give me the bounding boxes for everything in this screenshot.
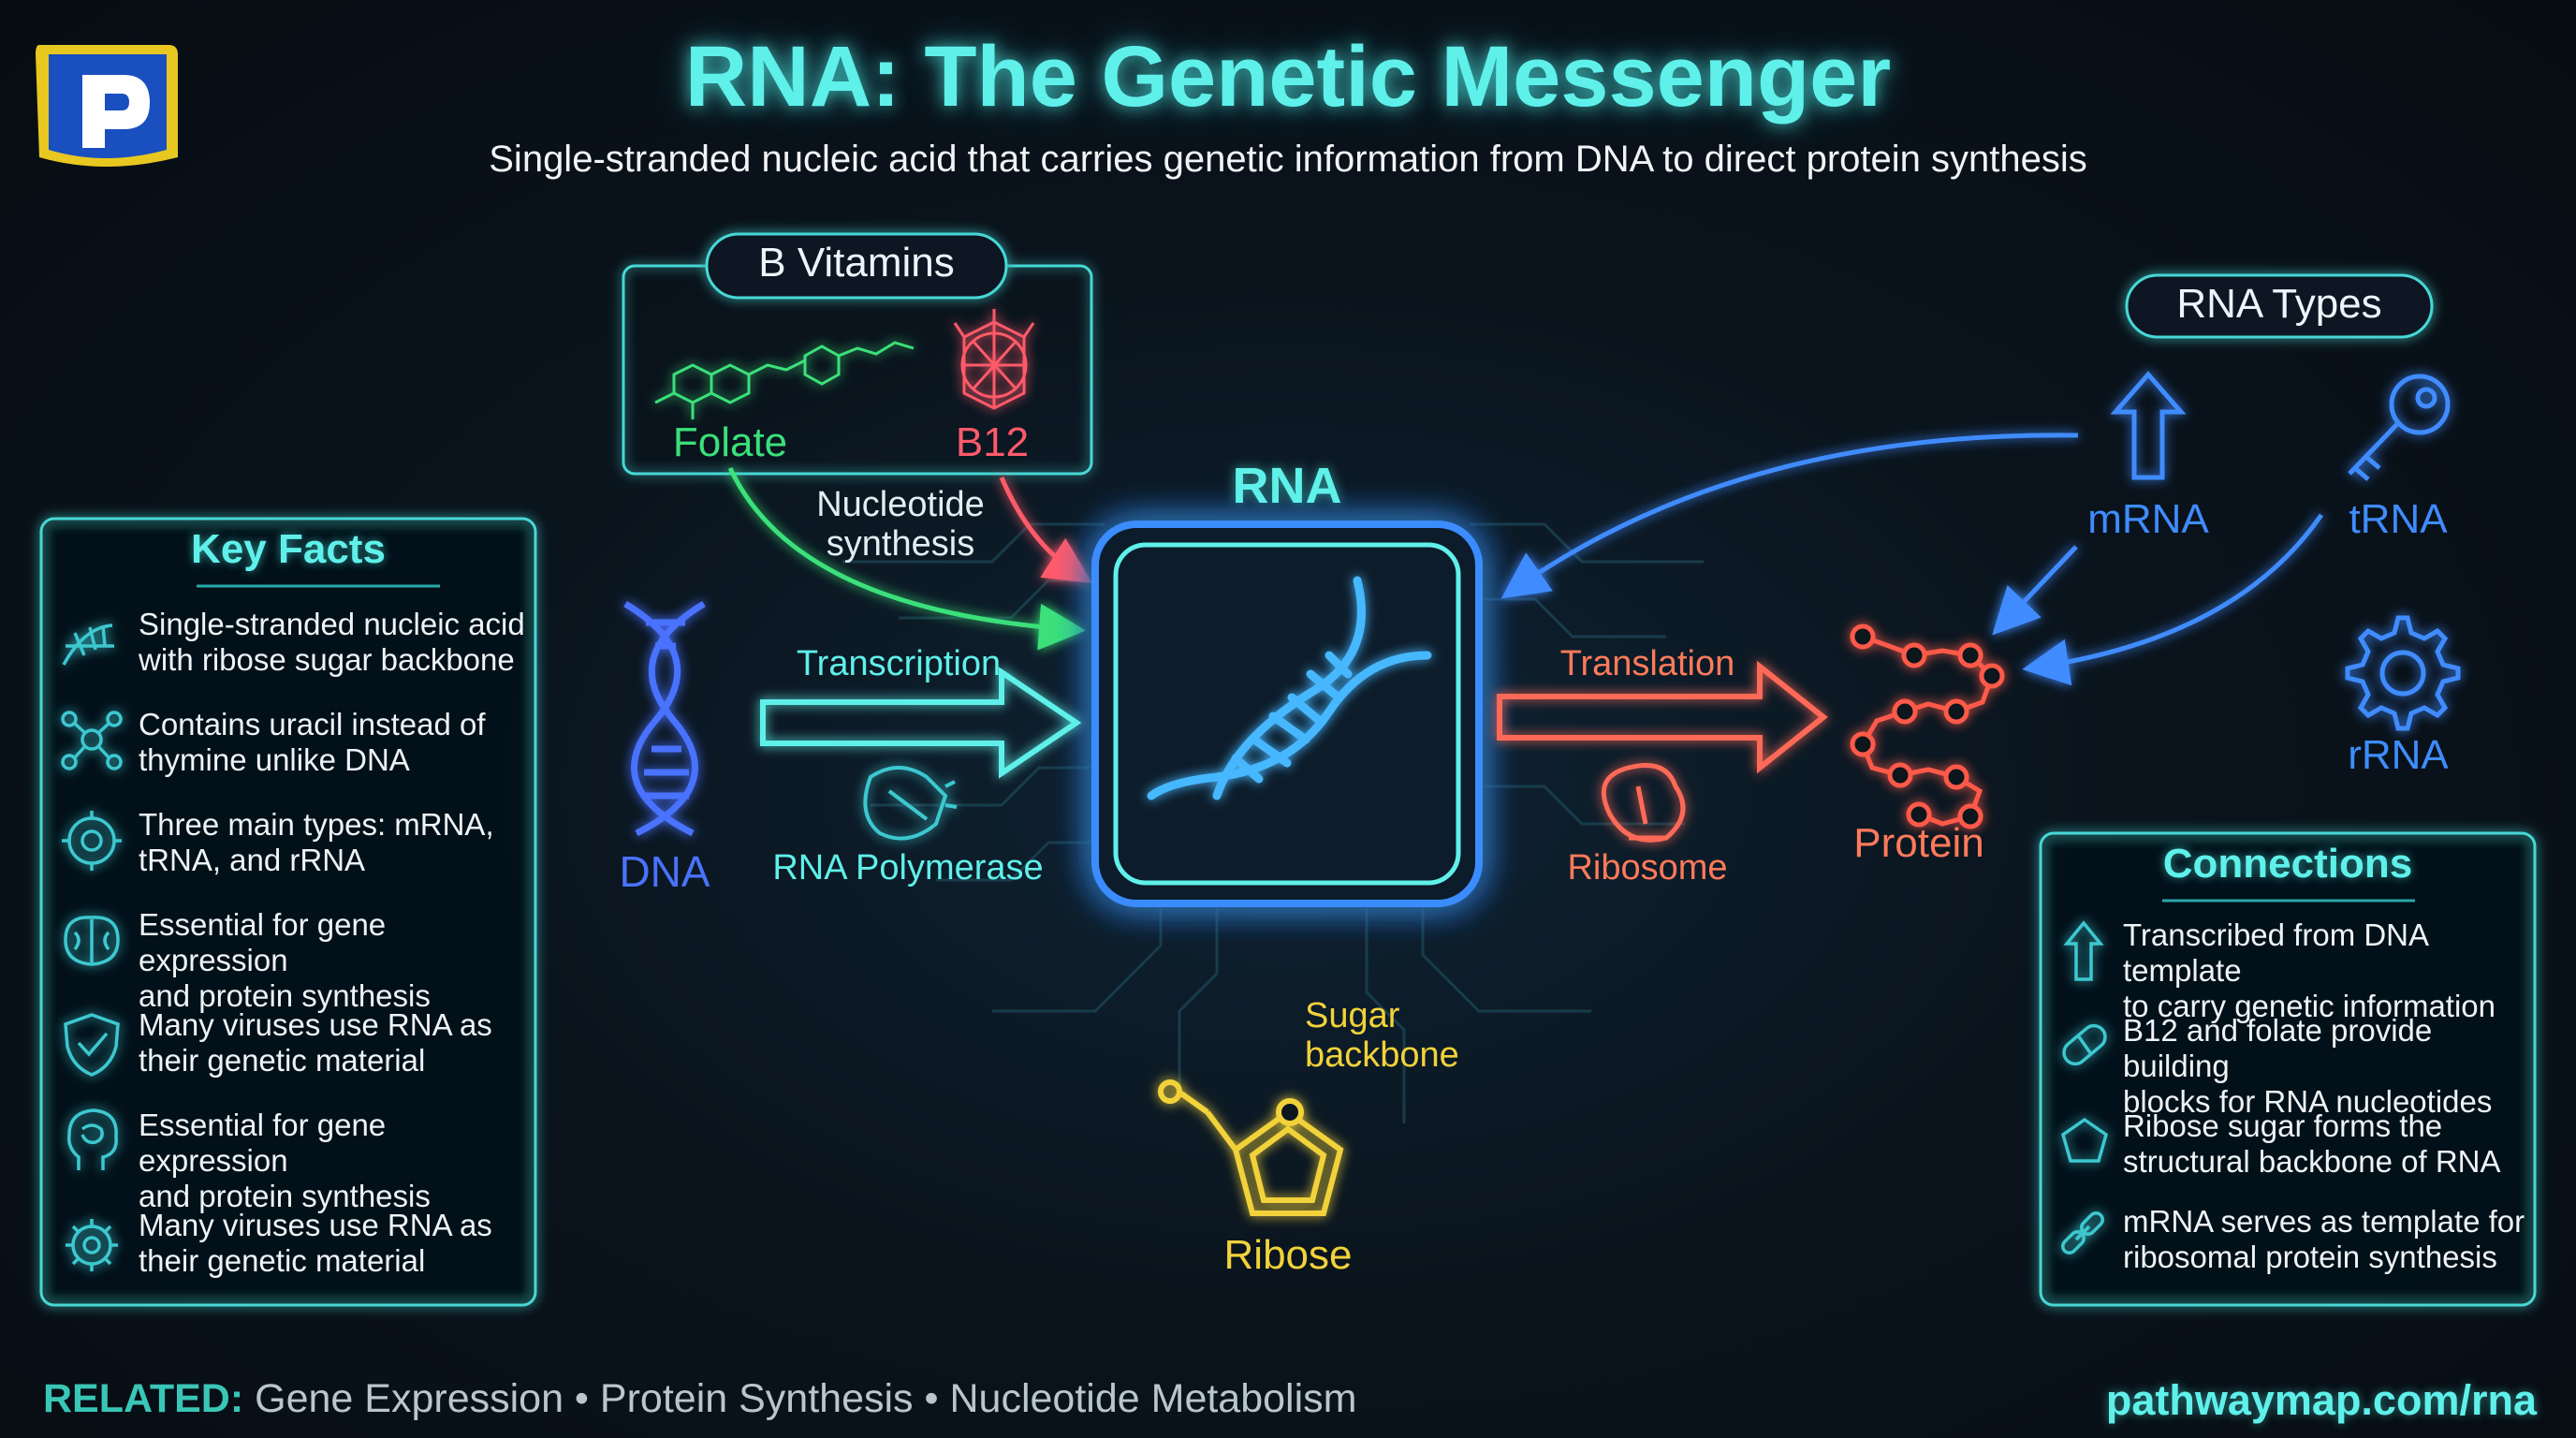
pill-icon bbox=[2062, 1023, 2107, 1066]
translation-arrow bbox=[1497, 660, 1828, 774]
key-facts-title: Key Facts bbox=[191, 526, 386, 572]
key-fact-item: Many viruses use RNA as their genetic ma… bbox=[139, 1208, 532, 1308]
transcription-label: Transcription bbox=[796, 644, 1002, 683]
mrna-label: mRNA bbox=[2087, 496, 2209, 542]
connection-line: mRNA serves as template for bbox=[2123, 1204, 2525, 1239]
logo-icon bbox=[36, 45, 178, 167]
site-url-link[interactable]: pathwaymap.com/rna bbox=[2105, 1376, 2537, 1424]
mrna-arrow-icon bbox=[2110, 371, 2187, 480]
mrna-to-rna-arrow bbox=[1500, 433, 2079, 599]
key-fact-item: Essential for gene expression and protei… bbox=[139, 1108, 532, 1213]
key-fact-item: Three main types: mRNA, tRNA, and rRNA bbox=[139, 807, 532, 907]
brain-icon bbox=[64, 916, 120, 966]
folate-label: Folate bbox=[672, 419, 788, 465]
rna-polymerase-icon bbox=[863, 766, 958, 841]
connections-list: Transcribed from DNA template to carry g… bbox=[2123, 917, 2525, 1299]
ribose-ring-icon bbox=[1158, 1079, 1344, 1216]
connection-item: B12 and folate provide building blocks f… bbox=[2123, 1013, 2525, 1119]
key-fact-line: their genetic material bbox=[139, 1243, 426, 1278]
b12-label: B12 bbox=[955, 419, 1030, 465]
protein-label: Protein bbox=[1853, 820, 1984, 866]
rna-strand-icon bbox=[62, 624, 114, 666]
key-facts-box bbox=[39, 517, 537, 1307]
rna-types-title: RNA Types bbox=[2176, 281, 2382, 327]
key-fact-line: and protein synthesis bbox=[139, 978, 431, 1013]
key-fact-item: Many viruses use RNA as their genetic ma… bbox=[139, 1007, 532, 1108]
rna-helix-icon bbox=[1147, 576, 1432, 800]
connections-title: Connections bbox=[2162, 841, 2413, 887]
folate-arrow bbox=[727, 466, 1086, 651]
related-topics: RELATED: Gene Expression • Protein Synth… bbox=[43, 1376, 1356, 1422]
transcription-arrow bbox=[760, 667, 1082, 779]
shield-check-icon bbox=[64, 1013, 120, 1077]
connection-line: B12 and folate provide building bbox=[2123, 1013, 2433, 1083]
ribosome-label: Ribosome bbox=[1567, 848, 1728, 888]
rna-types-pill bbox=[2125, 273, 2434, 339]
pentagon-icon bbox=[2060, 1117, 2109, 1163]
key-fact-line: Many viruses use RNA as bbox=[139, 1208, 492, 1242]
protein-chain-icon bbox=[1850, 624, 2005, 829]
key-fact-line: Many viruses use RNA as bbox=[139, 1007, 492, 1042]
connection-line: to carry genetic information bbox=[2123, 989, 2496, 1023]
molecule-icon bbox=[61, 711, 123, 770]
b-vitamins-pill bbox=[705, 232, 1008, 300]
ribose-label: Ribose bbox=[1223, 1232, 1353, 1278]
connection-item: mRNA serves as template for ribosomal pr… bbox=[2123, 1204, 2525, 1299]
key-fact-item: Single-stranded nucleic acid with ribose… bbox=[139, 607, 532, 707]
key-fact-line: Single-stranded nucleic acid bbox=[139, 607, 525, 641]
dna-label: DNA bbox=[619, 847, 710, 896]
key-fact-line: tRNA, and rRNA bbox=[139, 843, 366, 877]
connection-line: Ribose sugar forms the bbox=[2123, 1108, 2443, 1143]
key-fact-line: thymine unlike DNA bbox=[139, 742, 410, 777]
virus-icon bbox=[66, 1219, 118, 1271]
rrna-gear-icon bbox=[2345, 615, 2461, 731]
key-facts-list: Single-stranded nucleic acid with ribose… bbox=[139, 607, 532, 1308]
circuit-traces bbox=[842, 522, 1704, 1123]
mrna-to-protein-arrow bbox=[1992, 545, 2078, 636]
connection-line: Transcribed from DNA template bbox=[2123, 917, 2428, 988]
key-fact-line: and protein synthesis bbox=[139, 1179, 431, 1213]
connections-box bbox=[2039, 831, 2537, 1307]
rrna-label: rRNA bbox=[2348, 732, 2449, 778]
link-icon bbox=[2061, 1211, 2104, 1255]
rna-polymerase-label: RNA Polymerase bbox=[772, 848, 1044, 888]
up-arrow-icon bbox=[2063, 920, 2104, 981]
key-fact-item: Contains uracil instead of thymine unlik… bbox=[139, 707, 532, 807]
head-brain-icon bbox=[66, 1108, 118, 1170]
key-fact-line: Contains uracil instead of bbox=[139, 707, 486, 741]
key-fact-line: their genetic material bbox=[139, 1043, 426, 1078]
b-vitamins-title: B Vitamins bbox=[758, 240, 955, 286]
key-fact-line: with ribose sugar backbone bbox=[139, 642, 515, 677]
ribosome-icon bbox=[1601, 763, 1686, 843]
connection-item: Transcribed from DNA template to carry g… bbox=[2123, 917, 2525, 1023]
gear-icon bbox=[62, 811, 122, 871]
connection-item: Ribose sugar forms the structural backbo… bbox=[2123, 1108, 2525, 1204]
b12-molecule-icon bbox=[953, 309, 1035, 410]
rna-label: RNA bbox=[1232, 458, 1342, 514]
related-text: Gene Expression • Protein Synthesis • Nu… bbox=[255, 1376, 1357, 1421]
trna-to-protein-arrow bbox=[2022, 513, 2324, 686]
nucleotide-synthesis-label: Nucleotide synthesis bbox=[816, 485, 985, 564]
connection-line: ribosomal protein synthesis bbox=[2123, 1240, 2497, 1274]
key-fact-line: Essential for gene expression bbox=[139, 907, 387, 977]
key-fact-item: Essential for gene expression and protei… bbox=[139, 907, 532, 1013]
folate-molecule-icon bbox=[654, 341, 915, 419]
translation-label: Translation bbox=[1559, 644, 1735, 683]
sugar-backbone-label: Sugar backbone bbox=[1305, 996, 1459, 1075]
dna-helix-icon bbox=[623, 600, 706, 837]
trna-key-icon bbox=[2348, 374, 2451, 481]
page-title: RNA: The Genetic Messenger bbox=[684, 29, 1892, 125]
connection-line: blocks for RNA nucleotides bbox=[2123, 1084, 2493, 1119]
key-fact-line: Essential for gene expression bbox=[139, 1108, 387, 1178]
b12-arrow bbox=[999, 477, 1092, 583]
trna-label: tRNA bbox=[2349, 496, 2448, 542]
key-fact-line: Three main types: mRNA, bbox=[139, 807, 494, 842]
related-label: RELATED: bbox=[43, 1376, 244, 1421]
page-subtitle: Single-stranded nucleic acid that carrie… bbox=[489, 139, 2087, 180]
connection-line: structural backbone of RNA bbox=[2123, 1144, 2501, 1179]
